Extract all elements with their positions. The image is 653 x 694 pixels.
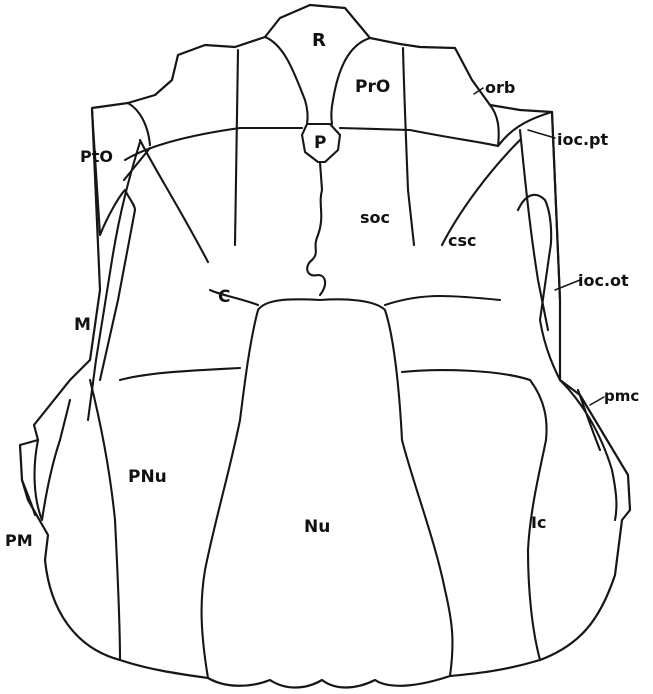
label-Nu: Nu bbox=[304, 517, 330, 537]
label-PtO: PtO bbox=[80, 147, 113, 166]
label-C: C bbox=[218, 287, 230, 307]
label-orb: orb bbox=[485, 78, 515, 97]
label-P: P bbox=[314, 133, 326, 153]
label-ioc-pt: ioc.pt bbox=[557, 130, 608, 149]
label-PNu: PNu bbox=[128, 467, 167, 487]
label-ioc-ot: ioc.ot bbox=[578, 271, 629, 290]
label-soc: soc bbox=[360, 208, 390, 227]
label-R: R bbox=[312, 30, 326, 51]
skull-roof-outline bbox=[20, 5, 630, 688]
leader-pmc bbox=[590, 397, 604, 405]
label-M: M bbox=[74, 315, 91, 335]
label-pmc: pmc bbox=[604, 387, 639, 405]
label-Ic: Ic bbox=[531, 513, 546, 532]
label-PM: PM bbox=[5, 531, 33, 550]
label-PrO: PrO bbox=[355, 77, 390, 97]
label-csc: csc bbox=[448, 231, 477, 250]
